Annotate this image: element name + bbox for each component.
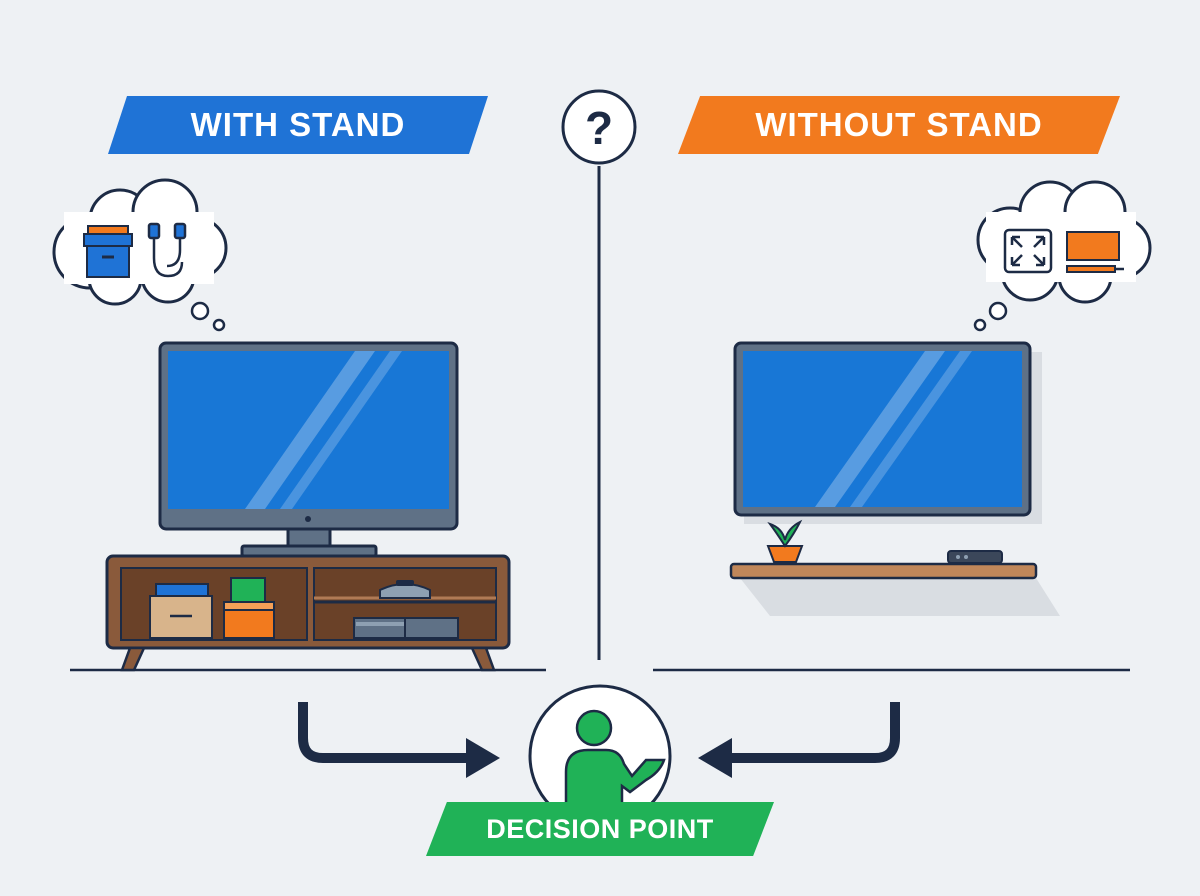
arrow-left-to-decision: [298, 702, 500, 778]
expand-arrows-icon: [1003, 228, 1053, 274]
floating-shelf: [729, 519, 1060, 616]
without-stand-label: WITHOUT STAND: [755, 106, 1043, 143]
person-gesturing-icon: [564, 709, 666, 808]
storage-box-icon: [83, 225, 133, 278]
wall-mount-icon: [1066, 231, 1124, 273]
without-stand-banner: WITHOUT STAND: [678, 96, 1120, 154]
question-mark-icon: ?: [561, 89, 637, 165]
decision-point-label: DECISION POINT: [486, 813, 714, 844]
with-stand-banner: WITH STAND: [108, 96, 488, 154]
with-stand-label: WITH STAND: [190, 106, 406, 143]
tv-with-stand: [158, 341, 459, 558]
tv-wall-mounted: [733, 341, 1042, 524]
stand-contents: [149, 577, 459, 639]
decision-point-banner: DECISION POINT: [426, 802, 774, 856]
cable-icon: [147, 222, 187, 278]
svg-text:?: ?: [585, 102, 613, 154]
thought-cloud-right: [973, 180, 1152, 332]
thought-cloud-left: [52, 178, 228, 332]
arrow-right-to-decision: [698, 702, 900, 778]
